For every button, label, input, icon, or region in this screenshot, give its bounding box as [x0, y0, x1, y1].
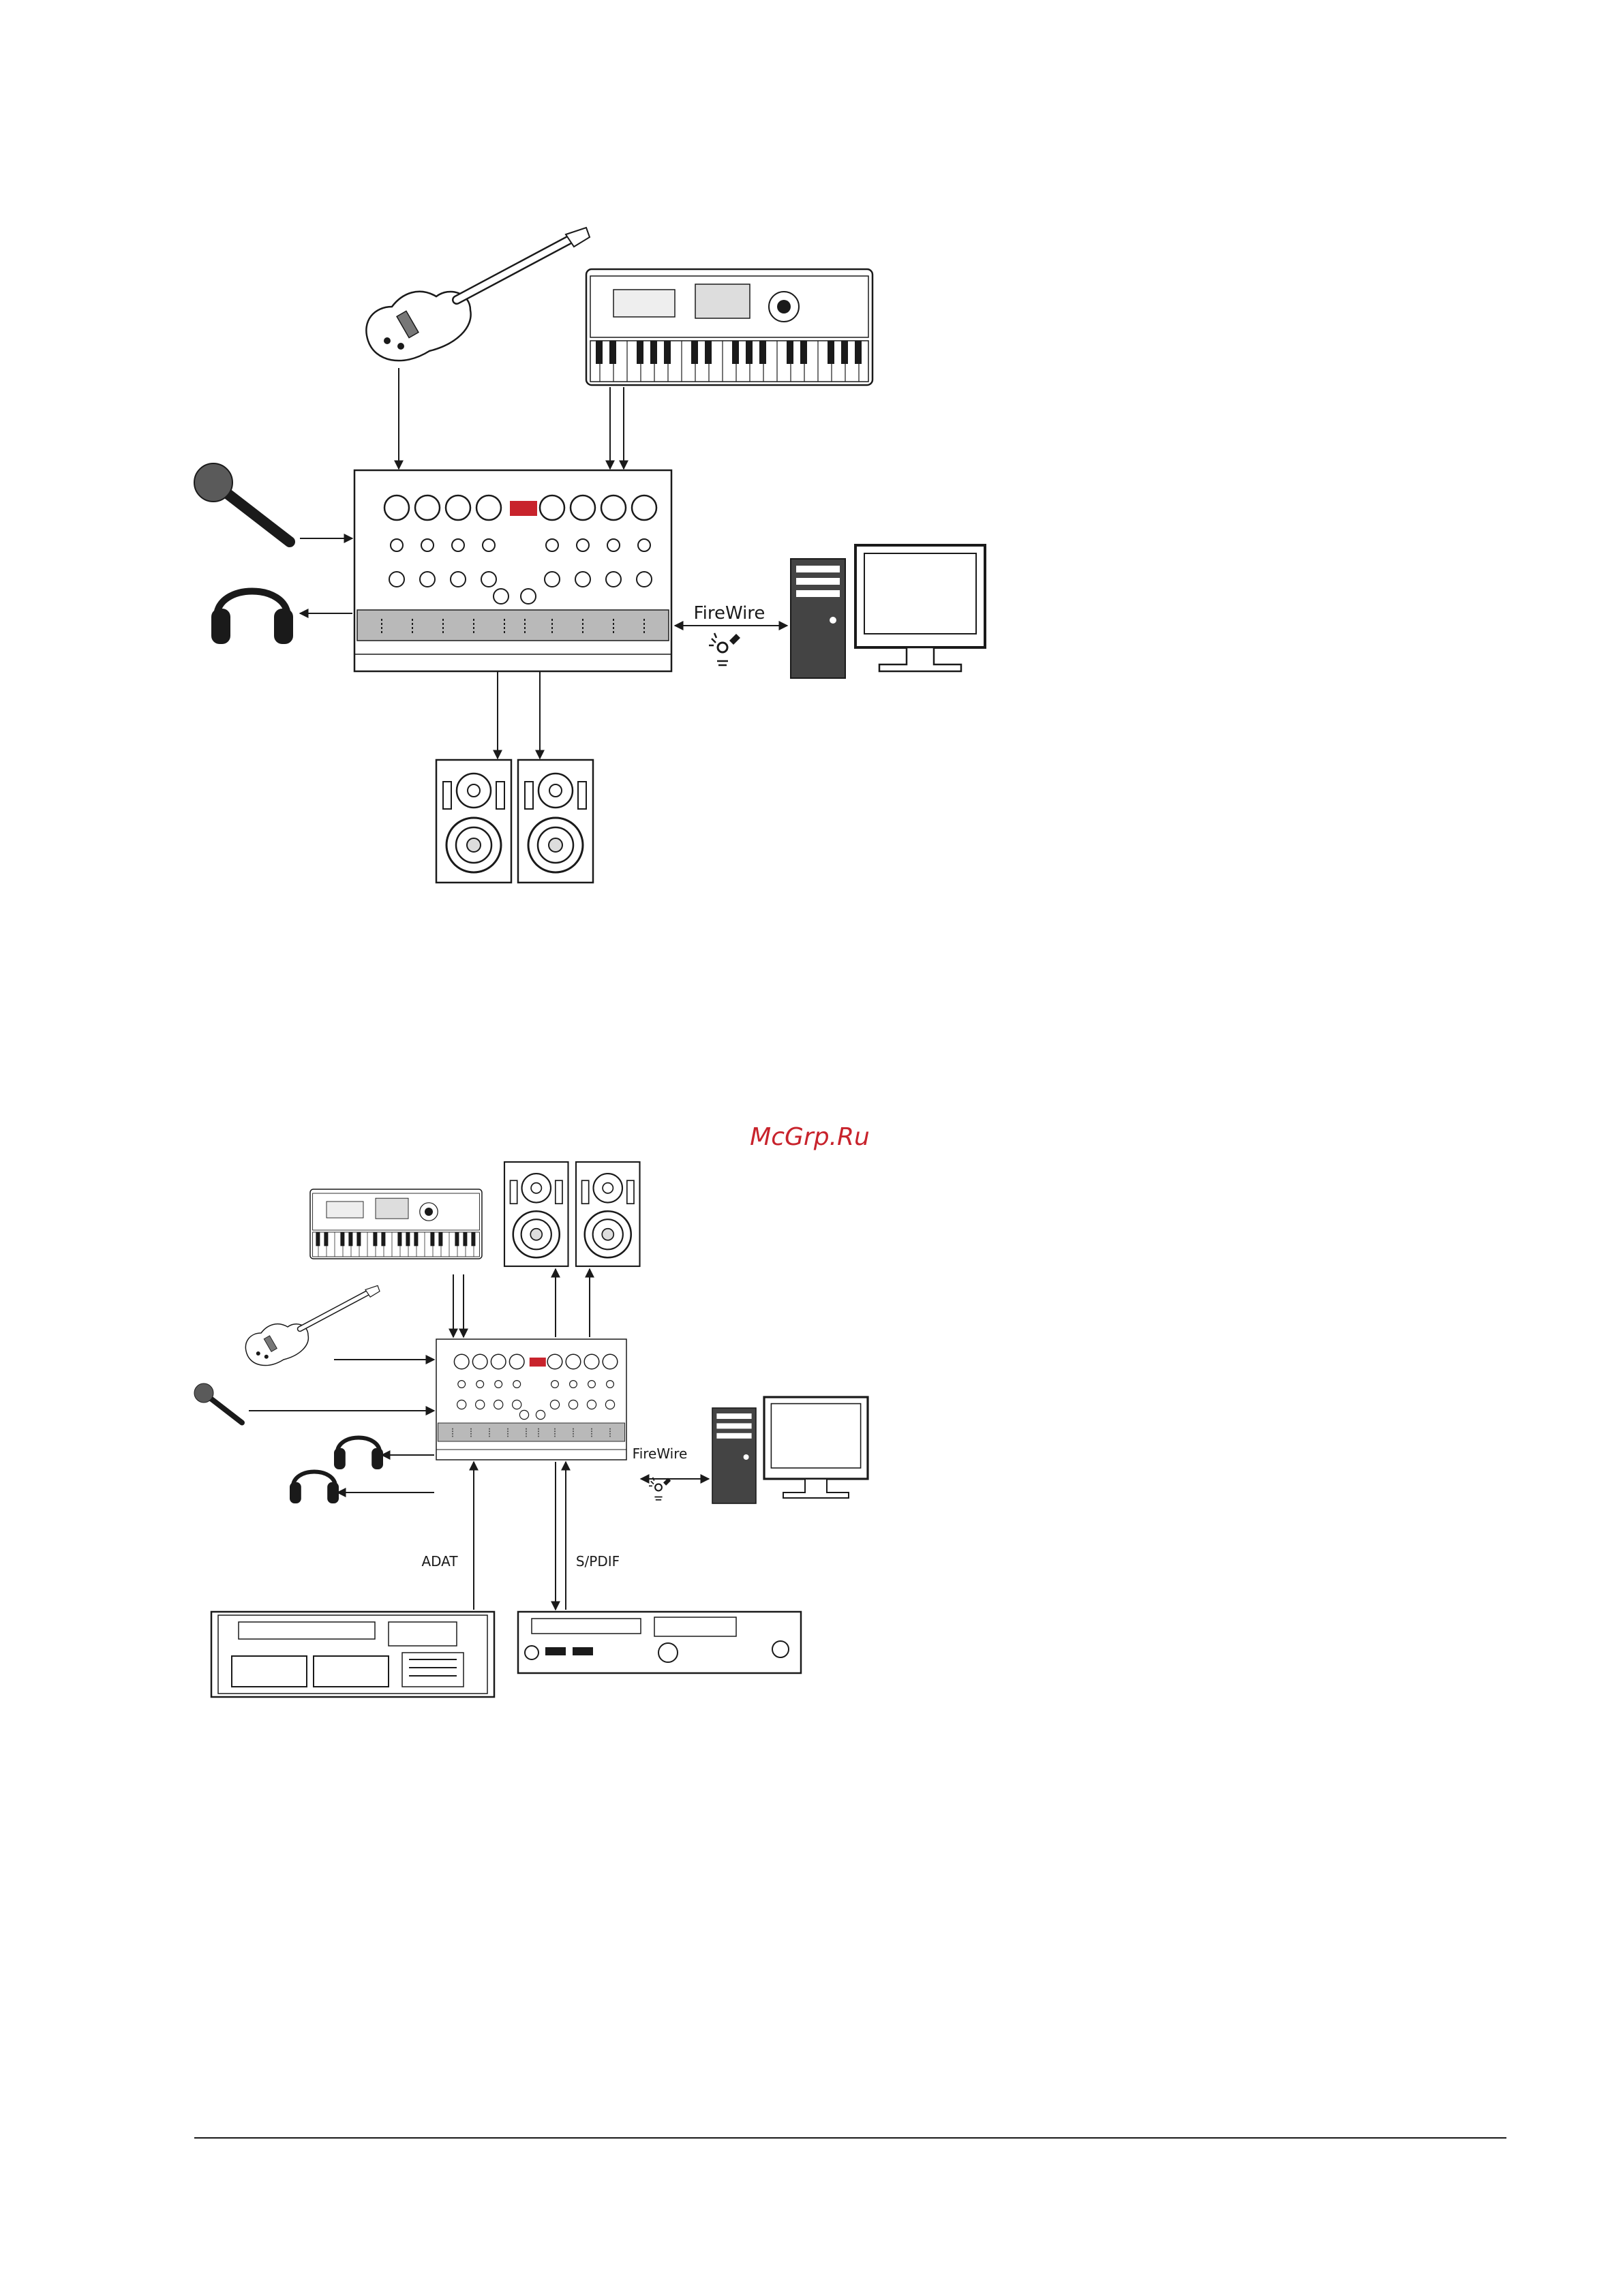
electric-guitar-icon	[245, 1285, 380, 1365]
computer-icon	[791, 545, 985, 678]
diagram-1: FireWire	[194, 228, 985, 883]
synth-keyboard-icon	[586, 269, 873, 385]
firewire-label: FireWire	[694, 603, 765, 624]
studio-monitor-right-icon	[518, 760, 593, 883]
headphones-icon	[290, 1472, 339, 1504]
firewire-logo-icon	[709, 633, 740, 665]
audio-interface-icon	[436, 1339, 626, 1460]
firewire-label: FireWire	[633, 1445, 688, 1462]
firewire-logo-icon	[649, 1478, 671, 1500]
computer-icon	[712, 1397, 868, 1503]
studio-monitor-right-icon	[576, 1162, 640, 1266]
microphone-icon	[194, 463, 290, 542]
studio-monitor-left-icon	[436, 760, 511, 883]
adat-label: ADAT	[421, 1553, 458, 1570]
adat-recorder-icon	[211, 1612, 494, 1697]
spdif-label: S/PDIF	[576, 1553, 620, 1570]
electric-guitar-icon	[366, 228, 590, 361]
studio-monitor-left-icon	[504, 1162, 568, 1266]
spdif-device-icon	[518, 1612, 801, 1673]
audio-interface-icon	[354, 470, 671, 671]
headphones-icon	[211, 592, 293, 645]
watermark-text: McGrp.Ru	[750, 1123, 870, 1151]
microphone-icon	[194, 1383, 242, 1423]
diagram-2: FireWire ADAT S/PDIF	[194, 1162, 868, 1697]
headphones-icon	[334, 1438, 383, 1470]
synth-keyboard-icon	[310, 1189, 482, 1259]
